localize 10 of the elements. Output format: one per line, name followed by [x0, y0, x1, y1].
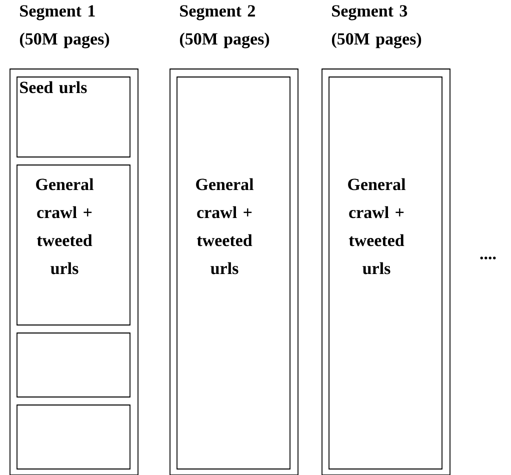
empty-box: [16, 404, 130, 470]
source-box: General crawl + tweeted urls: [176, 76, 290, 470]
source-box: General crawl + tweeted urls: [328, 76, 442, 470]
node-label: Segment 2 (50M pages): [180, 5, 270, 48]
node-label: Segment 3 (50M pages): [332, 5, 422, 48]
source-box: Seed urls: [16, 76, 130, 158]
ellipsis: ....: [480, 256, 496, 260]
node-label: Segment 1 (50M pages): [20, 5, 110, 48]
empty-box: [16, 332, 130, 398]
source-box: General crawl + tweeted urls: [16, 164, 130, 326]
